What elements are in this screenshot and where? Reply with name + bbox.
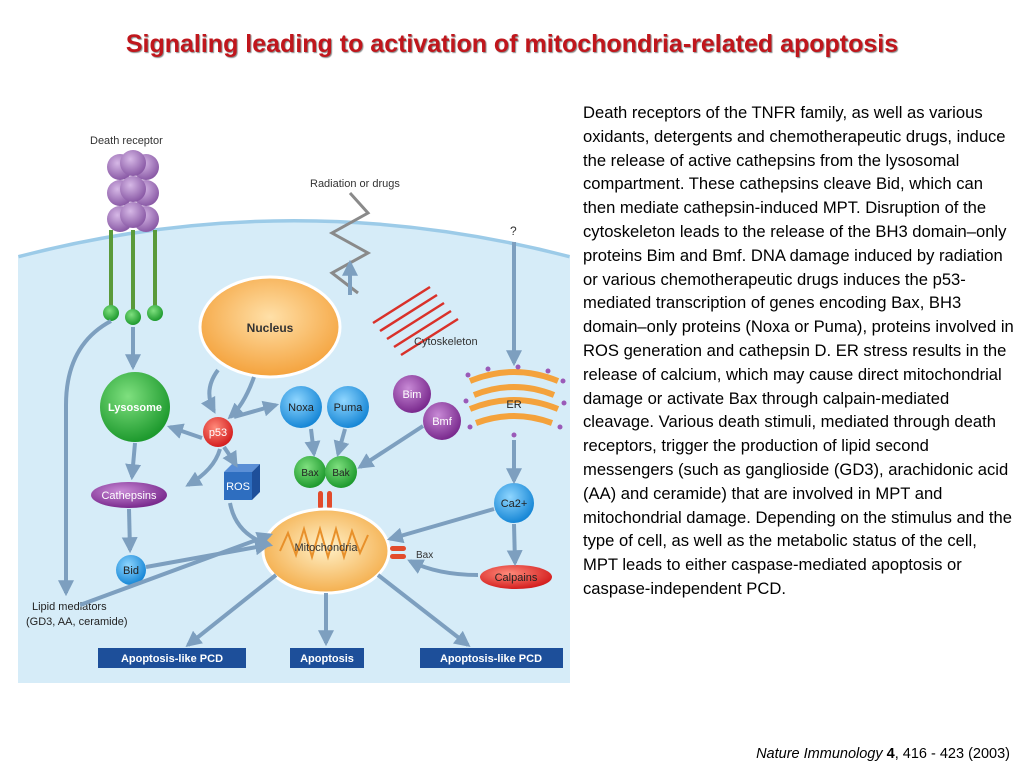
cathepsins-label: Cathepsins	[101, 490, 157, 502]
calpains-shape	[480, 565, 552, 589]
lipid-mediators-sublabel: (GD3, AA, ceramide)	[26, 616, 127, 628]
noxa-label: Noxa	[288, 402, 315, 414]
bid-label: Bid	[123, 565, 139, 577]
lysosome-label: Lysosome	[108, 402, 162, 414]
puma-label: Puma	[334, 402, 364, 414]
outcome-apoptosis-like-right	[420, 648, 563, 668]
bak-node	[325, 456, 357, 488]
er-shape	[463, 364, 567, 438]
puma-node	[327, 386, 369, 428]
description-text: Death receptors of the TNFR family, as w…	[583, 103, 1014, 598]
er-label: ER	[506, 399, 521, 411]
calcium-node	[494, 483, 534, 523]
lysosome-shape	[100, 372, 170, 442]
citation-pages: , 416 - 423 (2003)	[894, 746, 1010, 762]
bmf-node	[423, 402, 461, 440]
slide-title: Signaling leading to activation of mitoc…	[125, 30, 899, 58]
cytoskeleton-icon	[372, 285, 459, 357]
mitochondria-label: Mitochondria	[295, 542, 359, 554]
calpains-label: Calpains	[495, 572, 538, 584]
death-receptor-label: Death receptor	[90, 135, 163, 147]
outcome-apoptosis-label: Apoptosis	[300, 653, 354, 665]
ros-label: ROS	[226, 481, 250, 493]
p53-label: p53	[209, 427, 227, 439]
bax-label: Bax	[301, 468, 318, 479]
noxa-node	[280, 386, 322, 428]
bak-label: Bak	[332, 468, 350, 479]
citation-volume: 4	[886, 746, 895, 762]
cathepsins-shape	[91, 482, 167, 508]
radiation-label: Radiation or drugs	[310, 178, 400, 190]
apoptosis-pathway-diagram: Death receptor Radiation or drugs ? Nucl…	[18, 105, 570, 683]
outcome-apoptosis	[290, 648, 364, 668]
outcome-apoptosis-like-left	[98, 648, 246, 668]
bim-label: Bim	[403, 389, 422, 401]
radiation-zigzag-icon	[328, 191, 372, 295]
calcium-label: Ca2+	[501, 498, 528, 510]
death-receptor-icon	[103, 150, 163, 325]
citation-journal: Nature Immunology	[756, 746, 883, 762]
nucleus-shape	[198, 275, 342, 379]
p53-node	[203, 417, 233, 447]
bax-node	[294, 456, 326, 488]
bmf-label: Bmf	[432, 416, 453, 428]
citation: Nature Immunology 4, 416 - 423 (2003)	[756, 746, 1010, 762]
bim-node	[393, 375, 431, 413]
lipid-mediators-label: Lipid mediators	[32, 601, 107, 613]
bid-node	[116, 555, 146, 585]
cytoskeleton-label: Cytoskeleton	[414, 336, 478, 348]
outcome-apoptosis-like-left-label: Apoptosis-like PCD	[121, 653, 223, 665]
question-mark: ?	[510, 224, 517, 238]
pathway-arrows	[58, 242, 523, 647]
bax-mito-label: Bax	[416, 550, 433, 561]
nucleus-label: Nucleus	[247, 321, 294, 335]
outcome-apoptosis-like-right-label: Apoptosis-like PCD	[440, 653, 542, 665]
